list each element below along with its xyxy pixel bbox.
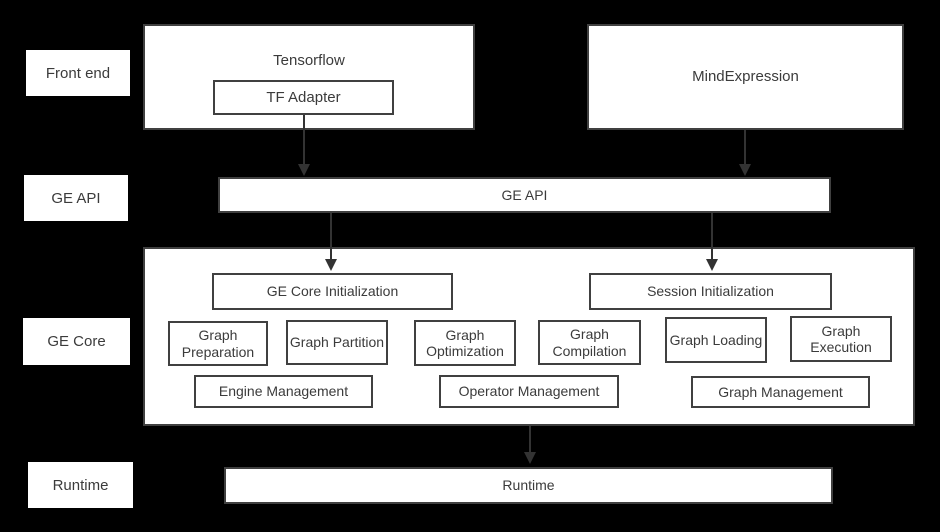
node-ge-api-bar: GE API bbox=[218, 177, 831, 213]
row-label-ge-api: GE API bbox=[24, 175, 128, 221]
node-engine-management: Engine Management bbox=[194, 375, 373, 408]
arrow-tf-adapter-to-ge-api bbox=[303, 115, 305, 166]
node-graph-execution: Graph Execution bbox=[790, 316, 892, 362]
arrowhead-ge-api-to-session-initialization bbox=[706, 259, 718, 271]
node-tf-adapter: TF Adapter bbox=[213, 80, 394, 115]
arrow-ge-core-to-runtime bbox=[529, 426, 531, 454]
arrowhead-ge-core-to-runtime bbox=[524, 452, 536, 464]
node-session-initialization: Session Initialization bbox=[589, 273, 832, 310]
node-runtime-bar: Runtime bbox=[224, 467, 833, 504]
row-label-runtime: Runtime bbox=[28, 462, 133, 508]
node-ge-core-initialization: GE Core Initialization bbox=[212, 273, 453, 310]
node-graph-partition: Graph Partition bbox=[286, 320, 388, 365]
node-graph-loading: Graph Loading bbox=[665, 317, 767, 363]
arrowhead-ge-api-to-ge-core-initialization bbox=[325, 259, 337, 271]
node-graph-compilation: Graph Compilation bbox=[538, 320, 641, 365]
arrowhead-mindexpression-to-ge-api bbox=[739, 164, 751, 176]
node-graph-management: Graph Management bbox=[691, 376, 870, 408]
arrow-ge-api-to-ge-core-initialization bbox=[330, 213, 332, 261]
tensorflow-title: Tensorflow bbox=[273, 52, 345, 69]
arrow-mindexpression-to-ge-api bbox=[744, 130, 746, 166]
node-graph-optimization: Graph Optimization bbox=[414, 320, 516, 366]
node-mindexpression: MindExpression bbox=[587, 24, 904, 130]
node-graph-preparation: Graph Preparation bbox=[168, 321, 268, 366]
arrowhead-tf-adapter-to-ge-api bbox=[298, 164, 310, 176]
arrow-ge-api-to-session-initialization bbox=[711, 213, 713, 261]
row-label-ge-core: GE Core bbox=[23, 318, 130, 365]
node-operator-management: Operator Management bbox=[439, 375, 619, 408]
row-label-front-end: Front end bbox=[26, 50, 130, 96]
